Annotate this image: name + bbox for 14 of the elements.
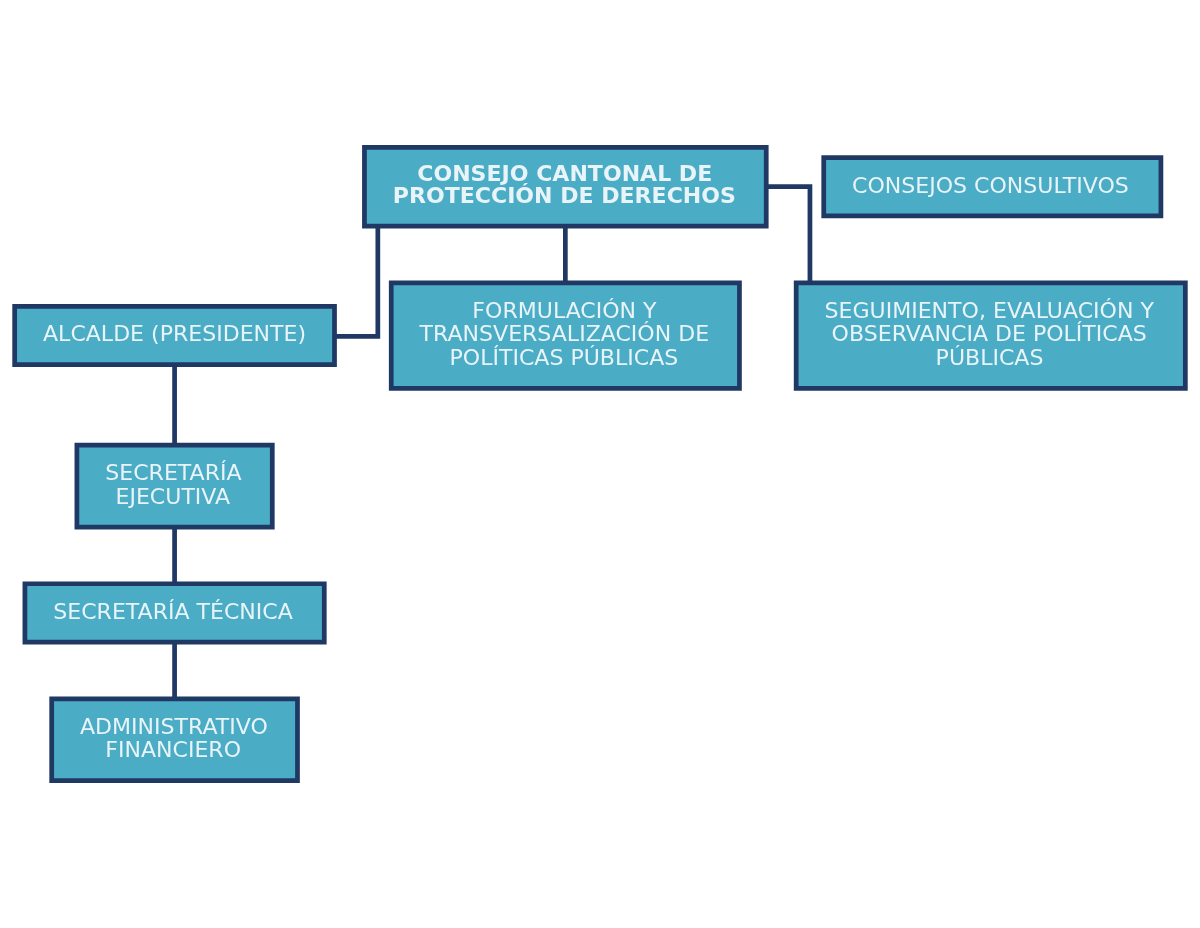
node-box: CONSEJOS CONSULTIVOS [821, 155, 1164, 219]
connector [334, 226, 381, 339]
connector [172, 642, 177, 699]
node-box: ALCALDE (PRESIDENTE) [12, 304, 337, 368]
node-box: SECRETARÍA EJECUTIVA [74, 442, 275, 530]
connector [172, 365, 177, 445]
node-box: FORMULACIÓN Y TRANSVERSALIZACIÓN DE POLÍTICAS PÚBLICAS [388, 280, 742, 391]
node-box: ADMINISTRATIVO FINANCIERO [49, 696, 300, 784]
node-box: SECRETARÍA TÉCNICA [22, 581, 327, 645]
node-box: SEGUIMIENTO, EVALUACIÓN Y OBSERVANCIA DE POLÍTICAS PÚBLICAS [793, 280, 1188, 391]
node-box: CONSEJO CANTONAL DE PROTECCIÓN DE DERECHOS [362, 144, 769, 229]
connector [562, 226, 568, 283]
connector [766, 184, 813, 283]
connector [172, 527, 177, 584]
